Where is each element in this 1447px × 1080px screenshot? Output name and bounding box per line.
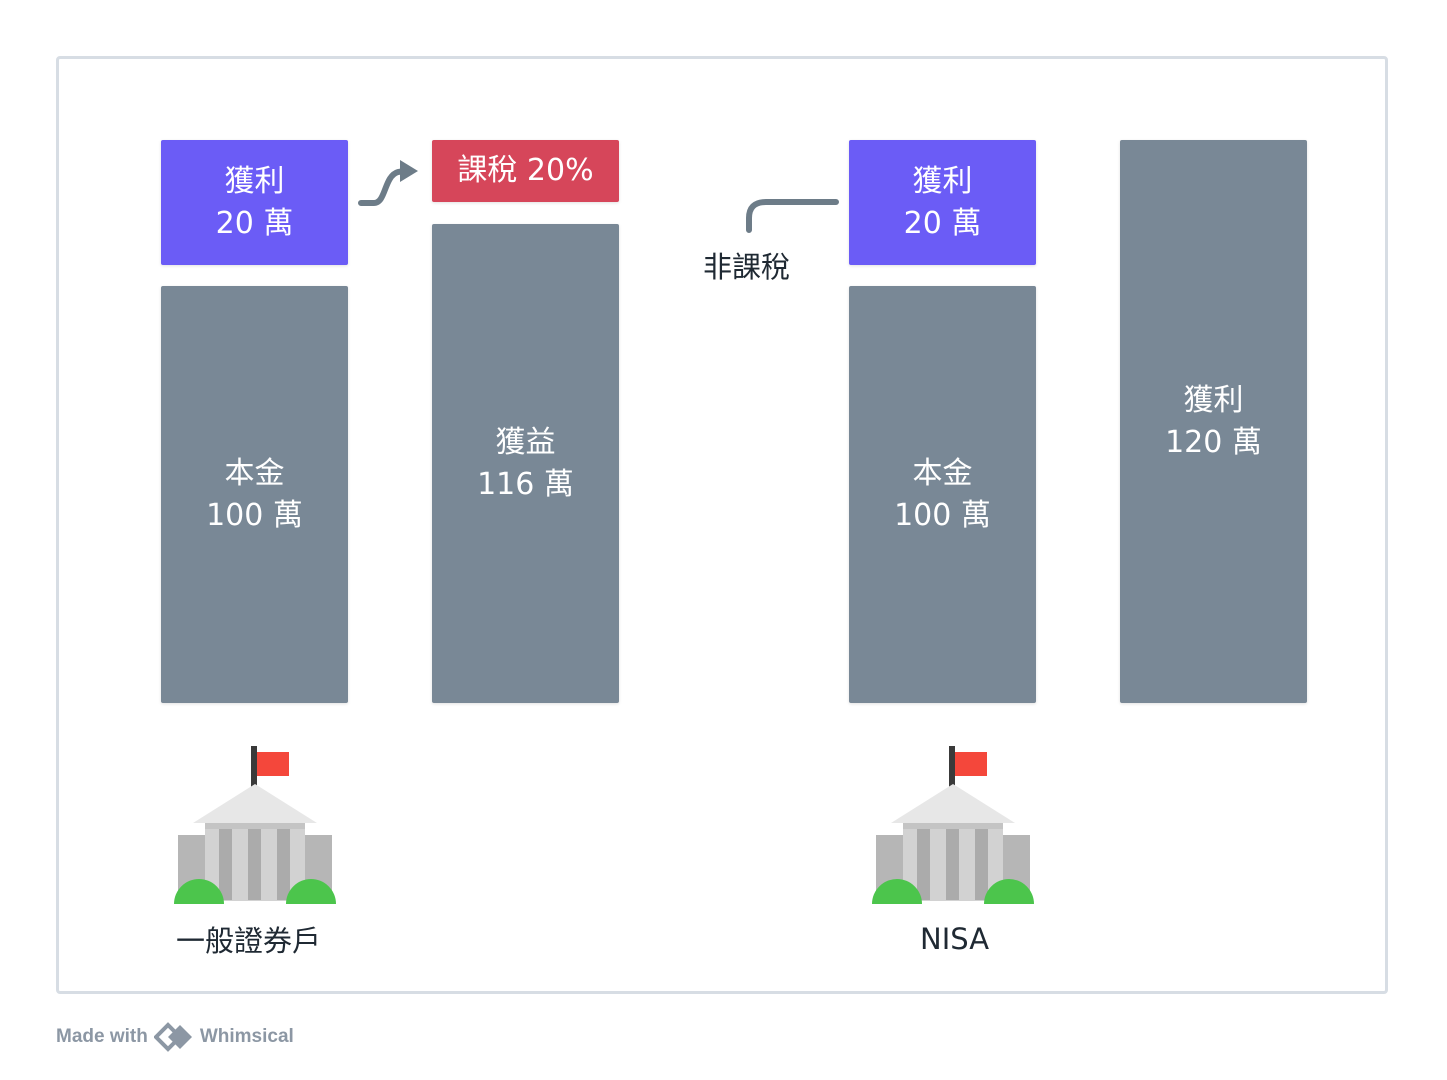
gain-line2: 116 萬 xyxy=(477,466,574,502)
total-profit-box: 獲利 120 萬 xyxy=(1120,140,1307,703)
right-principal-box: 本金 100 萬 xyxy=(849,286,1036,703)
gain-box: 獲益 116 萬 xyxy=(432,224,619,703)
right-profit-line1: 獲利 xyxy=(912,163,973,199)
left-profit-box: 獲利 20 萬 xyxy=(161,140,348,265)
gain-line1: 獲益 xyxy=(495,424,556,460)
bank-building-icon xyxy=(872,746,1034,904)
tax-box: 課稅 20% xyxy=(432,140,619,202)
non-tax-label: 非課稅 xyxy=(703,250,791,284)
tax-label: 課稅 20% xyxy=(457,153,594,188)
right-caption: NISA xyxy=(920,922,990,956)
right-profit-box: 獲利 20 萬 xyxy=(849,140,1036,265)
curved-arrow-icon xyxy=(358,160,418,206)
total-profit-line2: 120 萬 xyxy=(1165,425,1262,460)
right-profit-line2: 20 萬 xyxy=(903,205,982,241)
flag-pole xyxy=(949,746,955,790)
made-with-text: Made with xyxy=(56,1026,148,1047)
right-principal-line1: 本金 xyxy=(912,455,973,491)
left-caption: 一般證券戶 xyxy=(176,924,322,958)
connector-line-icon xyxy=(746,199,839,233)
left-profit-line1: 獲利 xyxy=(224,163,285,199)
flag-icon xyxy=(257,752,289,776)
whimsical-credit[interactable]: Made with Whimsical xyxy=(56,1022,294,1052)
flag-pole xyxy=(251,746,257,790)
total-profit-line1: 獲利 xyxy=(1183,383,1244,418)
whimsical-logo-icon xyxy=(153,1022,192,1052)
left-principal-box: 本金 100 萬 xyxy=(161,286,348,703)
whimsical-brand: Whimsical xyxy=(199,1026,294,1047)
left-principal-line2: 100 萬 xyxy=(206,497,303,533)
bank-building-icon xyxy=(174,746,336,904)
left-principal-line1: 本金 xyxy=(224,455,285,491)
left-profit-line2: 20 萬 xyxy=(215,205,294,241)
right-principal-line2: 100 萬 xyxy=(894,497,991,533)
flag-icon xyxy=(955,752,987,776)
